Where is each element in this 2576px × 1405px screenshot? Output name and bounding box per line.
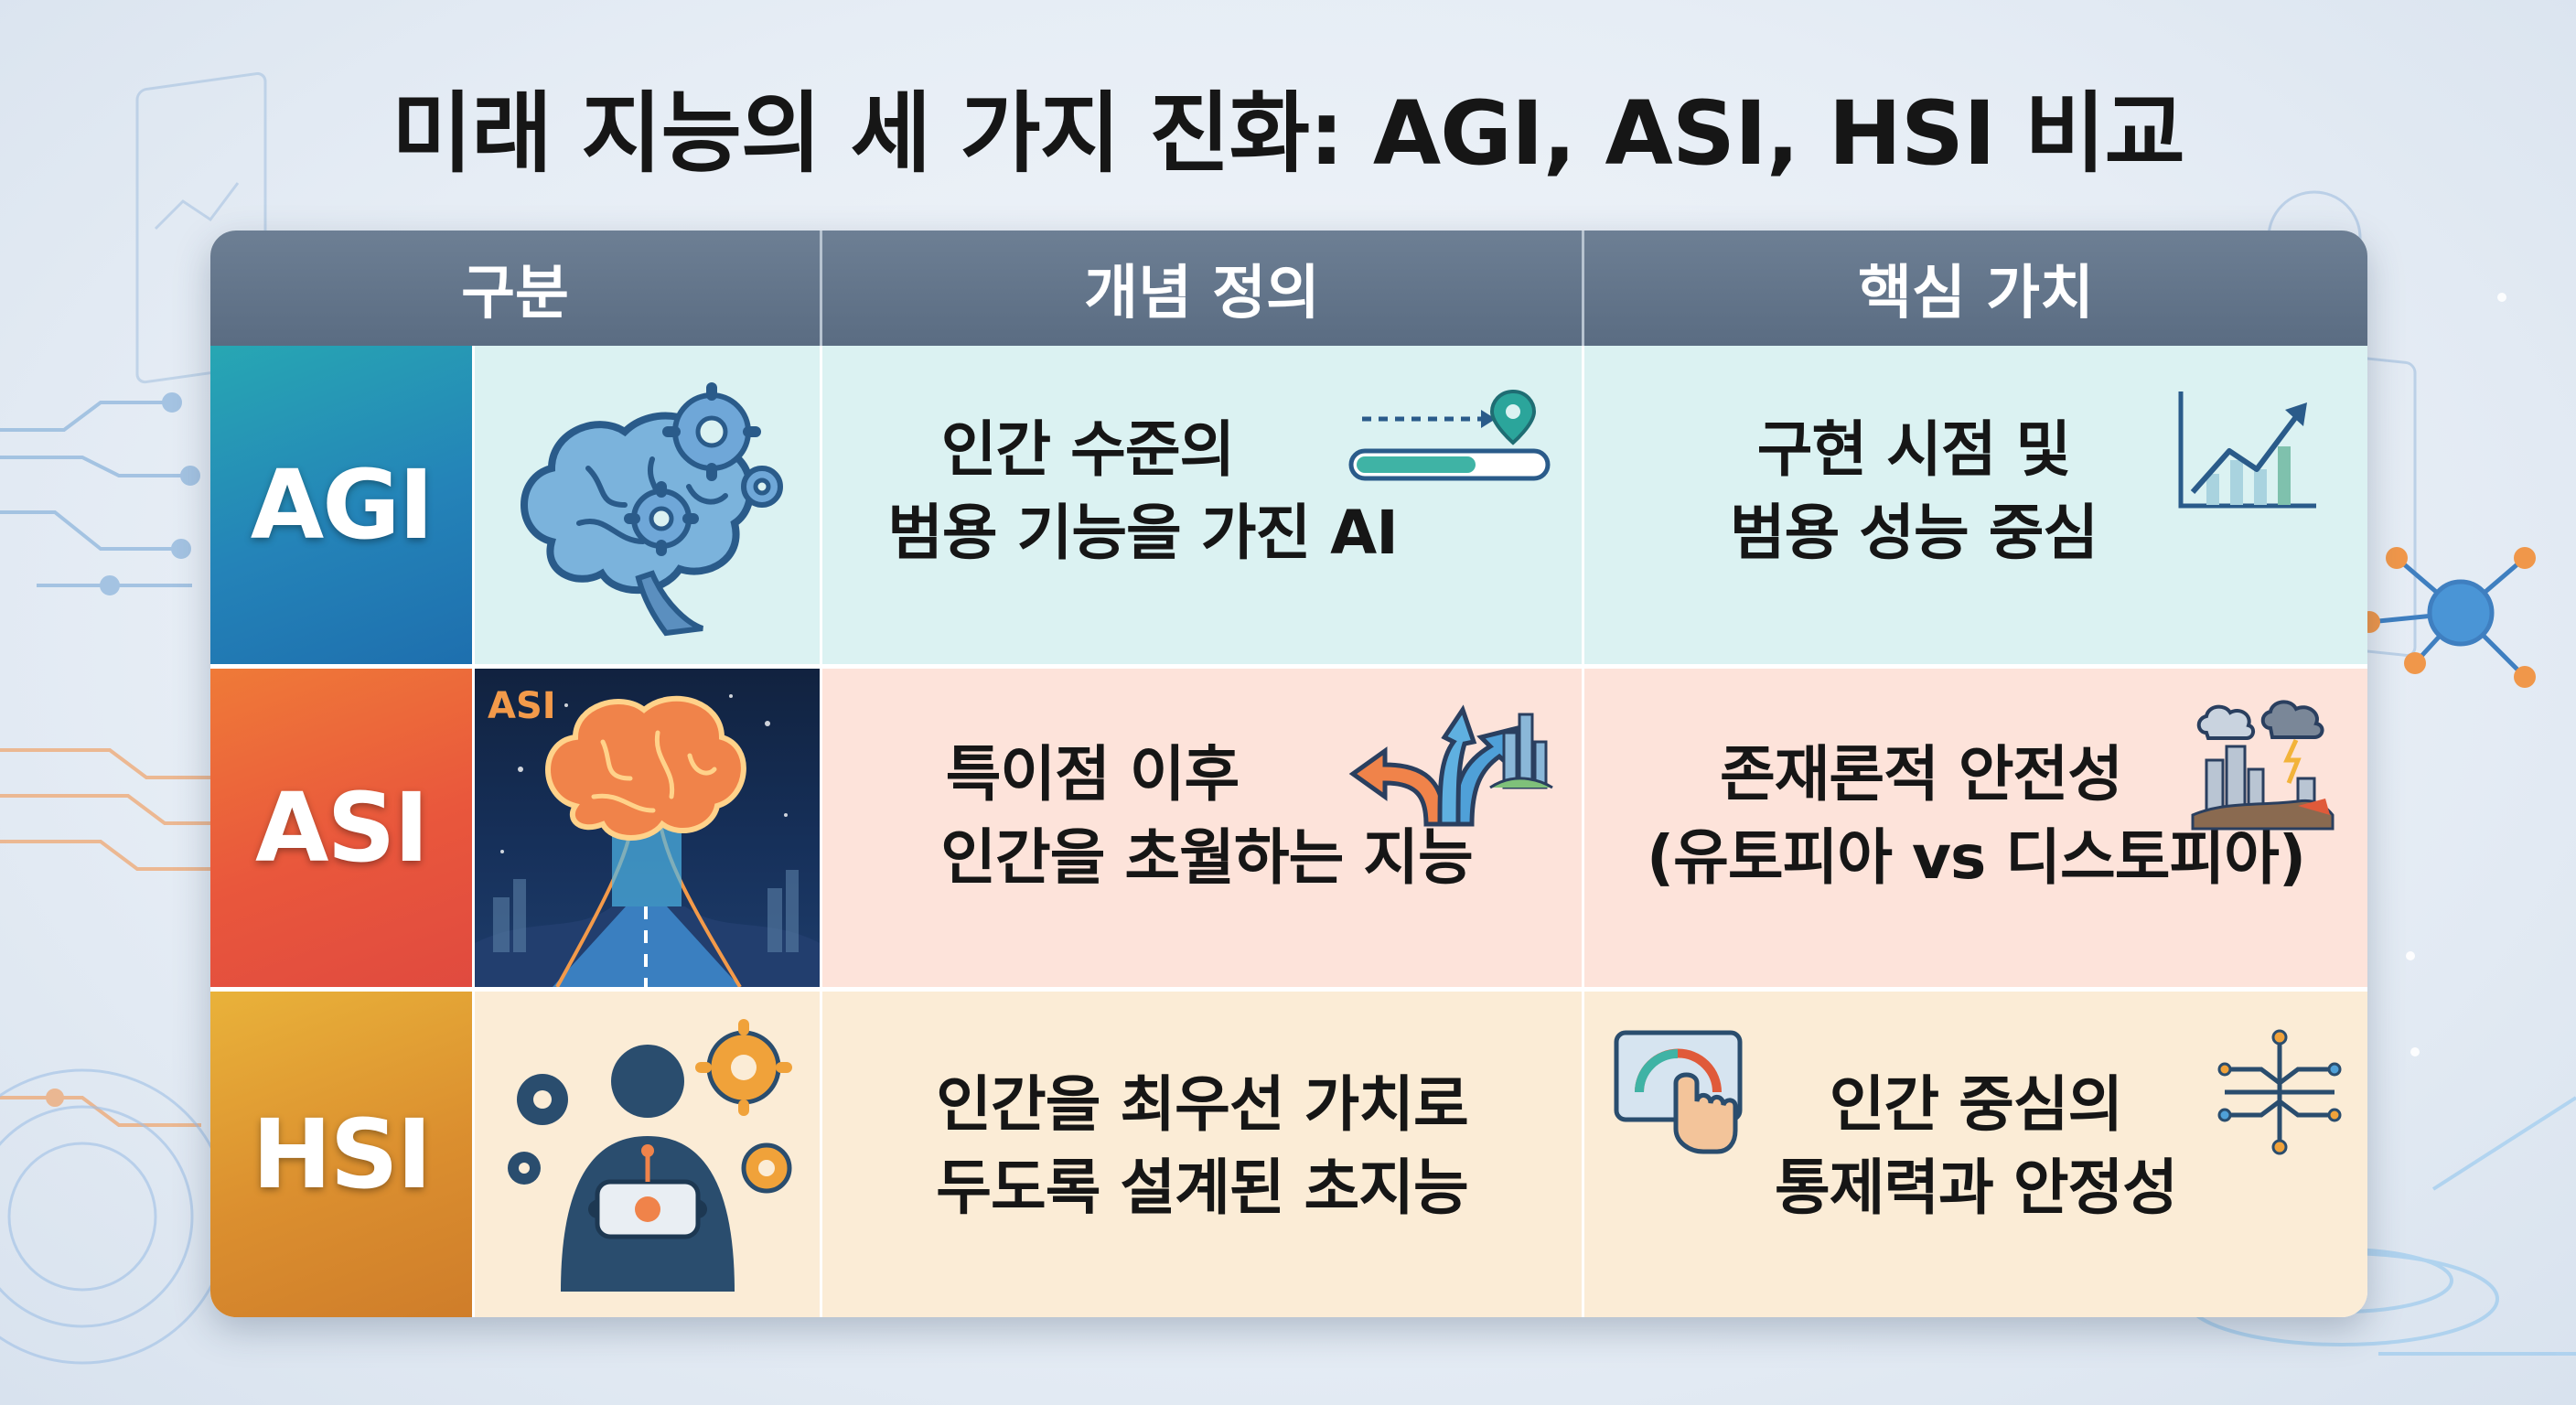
- comparison-table: 구분 개념 정의 핵심 가치 AGI: [210, 231, 2367, 1317]
- row-label-hsi: HSI: [210, 992, 472, 1317]
- city-storm-icon: [2191, 700, 2334, 831]
- asi-definition-cell: 특이점 이후 인간을 초월하는 지능: [822, 669, 1582, 987]
- asi-image-cell: ASI: [475, 669, 820, 987]
- asi-value-cell: 존재론적 안전성 (유토피아 vs 디스토피아): [1584, 669, 2367, 987]
- diverging-arrows-icon: [1348, 704, 1553, 827]
- row-label-agi: AGI: [210, 346, 472, 664]
- row-label-asi: ASI: [210, 669, 472, 987]
- hsi-value-cell: 인간 중심의 통제력과 안정성: [1584, 992, 2367, 1317]
- agi-value-text: 구현 시점 및 범용 성능 중심: [1729, 414, 2098, 569]
- asi-value-text: 존재론적 안전성 (유토피아 vs 디스토피아): [1646, 739, 2306, 894]
- header-core-value: 핵심 가치: [1584, 231, 2367, 346]
- asi-definition-text: 특이점 이후 인간을 초월하는 지능: [940, 739, 1473, 894]
- touch-control-panel-icon: [1614, 1030, 1743, 1154]
- header-divider: [820, 231, 822, 346]
- page-title: 미래 지능의 세 가지 진화: AGI, ASI, HSI 비교: [392, 82, 2185, 185]
- agi-definition-text: 인간 수준의 범용 기능을 가진 AI: [887, 414, 1399, 569]
- circuit-node-icon: [2217, 1029, 2342, 1155]
- column-divider: [820, 669, 822, 987]
- column-divider: [472, 992, 475, 1317]
- asi-image-label: ASI: [488, 685, 556, 727]
- column-divider: [472, 669, 475, 987]
- column-divider: [472, 346, 475, 664]
- progress-bar-pin-icon: [1348, 389, 1551, 481]
- column-divider: [820, 992, 822, 1317]
- brain-gears-icon: [520, 382, 783, 637]
- header-definition: 개념 정의: [822, 231, 1582, 346]
- hsi-value-text: 인간 중심의 통제력과 안정성: [1774, 1069, 2178, 1224]
- header-divider: [1582, 231, 1584, 346]
- row-divider: [210, 664, 2367, 669]
- growth-chart-icon: [2178, 391, 2316, 509]
- column-divider: [1582, 992, 1584, 1317]
- glowing-brain-road-icon: [475, 694, 820, 987]
- column-divider: [1582, 669, 1584, 987]
- person-controller-gears-icon: [507, 1019, 792, 1292]
- agi-image-cell: [475, 346, 820, 664]
- hsi-definition-cell: 인간을 최우선 가치로 두도록 설계된 초지능: [822, 992, 1582, 1317]
- header-category: 구분: [210, 231, 820, 346]
- column-divider: [820, 346, 822, 664]
- row-divider: [210, 987, 2367, 992]
- agi-value-cell: 구현 시점 및 범용 성능 중심: [1584, 346, 2367, 664]
- hsi-definition-text: 인간을 최우선 가치로 두도록 설계된 초지능: [936, 1069, 1468, 1224]
- column-divider: [1582, 346, 1584, 664]
- hsi-image-cell: [475, 992, 820, 1317]
- agi-definition-cell: 인간 수준의 범용 기능을 가진 AI: [822, 346, 1582, 664]
